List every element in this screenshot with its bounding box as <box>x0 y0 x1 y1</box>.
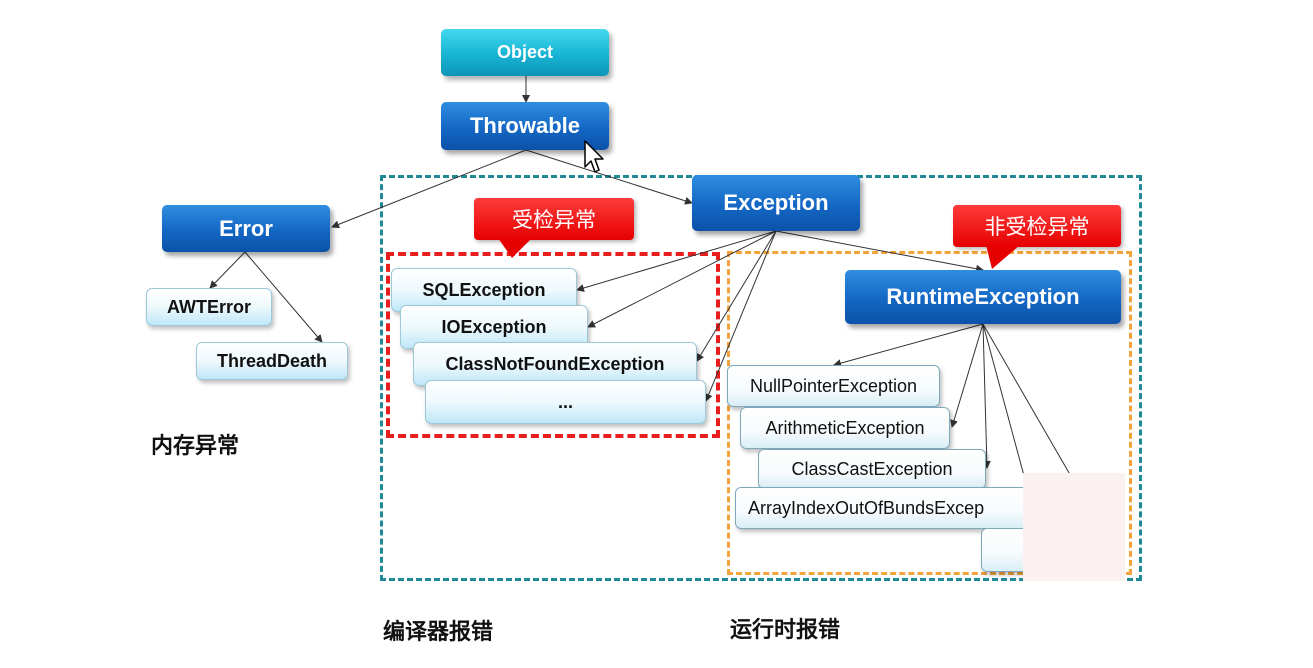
runtime-error-label: 运行时报错 <box>730 618 841 643</box>
runtimeexception-node: RuntimeException <box>845 270 1121 324</box>
ioexception-node-label: IOException <box>441 316 547 337</box>
sqlexception-node-label: SQLException <box>422 279 546 300</box>
mouse-cursor-icon <box>584 140 604 173</box>
arrow-error-awterror <box>209 251 246 289</box>
unchecked-callout-pointer <box>986 245 1020 269</box>
threaddeath-node-label: ThreadDeath <box>216 350 328 371</box>
blank-overlay <box>1023 473 1125 581</box>
error-node-label: Error <box>219 215 273 241</box>
arrow-exception-more <box>704 230 777 402</box>
checked-exception-callout: 受检异常 <box>474 198 634 240</box>
object-node-label: Object <box>496 42 553 62</box>
exception-node: Exception <box>692 175 860 231</box>
classcastexception-node: ClassCastException <box>758 449 986 489</box>
arrow-runtime-arrayindex <box>982 323 1033 499</box>
classcastexception-node-label: ClassCastException <box>791 458 953 479</box>
object-node: Object <box>441 29 609 76</box>
arrow-throwable-error <box>331 149 527 229</box>
error-node: Error <box>162 205 330 252</box>
arithmeticexception-node: ArithmeticException <box>740 407 950 449</box>
classnotfoundexception-node-label: ClassNotFoundException <box>445 353 665 374</box>
throwable-node-label: Throwable <box>469 113 580 138</box>
unchecked-exception-callout: 非受检异常 <box>953 205 1121 247</box>
ioexception-node: IOException <box>400 305 588 349</box>
throwable-node: Throwable <box>441 102 609 150</box>
nullpointerexception-node: NullPointerException <box>727 365 940 407</box>
memory-error-label: 内存异常 <box>151 434 240 459</box>
awterror-node: AWTError <box>146 288 272 326</box>
checked-callout-pointer <box>498 238 532 258</box>
arrow-throwable-exception <box>525 149 693 205</box>
checked-exception-region <box>386 252 720 438</box>
arrayindexoutofboundsexception-node-label: ArrayIndexOutOfBundsExcep <box>748 497 985 518</box>
checked-more-node-label: ... <box>557 391 573 412</box>
arrayindexoutofboundsexception-node: ArrayIndexOutOfBundsExcep <box>735 487 1035 529</box>
arrow-runtime-more <box>982 323 1073 479</box>
arithmeticexception-node-label: ArithmeticException <box>765 417 925 438</box>
arrow-error-threaddeath <box>244 251 323 343</box>
arrow-runtime-nullpointer <box>833 323 984 367</box>
checked-exception-callout-text: 受检异常 <box>512 209 596 232</box>
checked-more-node: ... <box>425 380 706 424</box>
arrow-runtime-arithmetic <box>950 323 984 428</box>
exception-node-label: Exception <box>723 190 829 215</box>
compile-error-label: 编译器报错 <box>383 620 494 645</box>
arrow-exception-runtime <box>775 230 984 273</box>
threaddeath-node: ThreadDeath <box>196 342 348 380</box>
arrow-exception-classnotfound <box>696 230 777 362</box>
runtimeexception-node-label: RuntimeException <box>886 284 1080 309</box>
nullpointerexception-node-label: NullPointerException <box>749 375 918 396</box>
awterror-node-label: AWTError <box>166 296 251 317</box>
arrow-exception-io <box>587 230 777 328</box>
arrow-exception-sql <box>576 230 777 292</box>
unchecked-exception-callout-text: 非受检异常 <box>984 216 1090 239</box>
unchecked-exception-region <box>727 251 1132 575</box>
arrow-runtime-classcast <box>982 323 991 469</box>
